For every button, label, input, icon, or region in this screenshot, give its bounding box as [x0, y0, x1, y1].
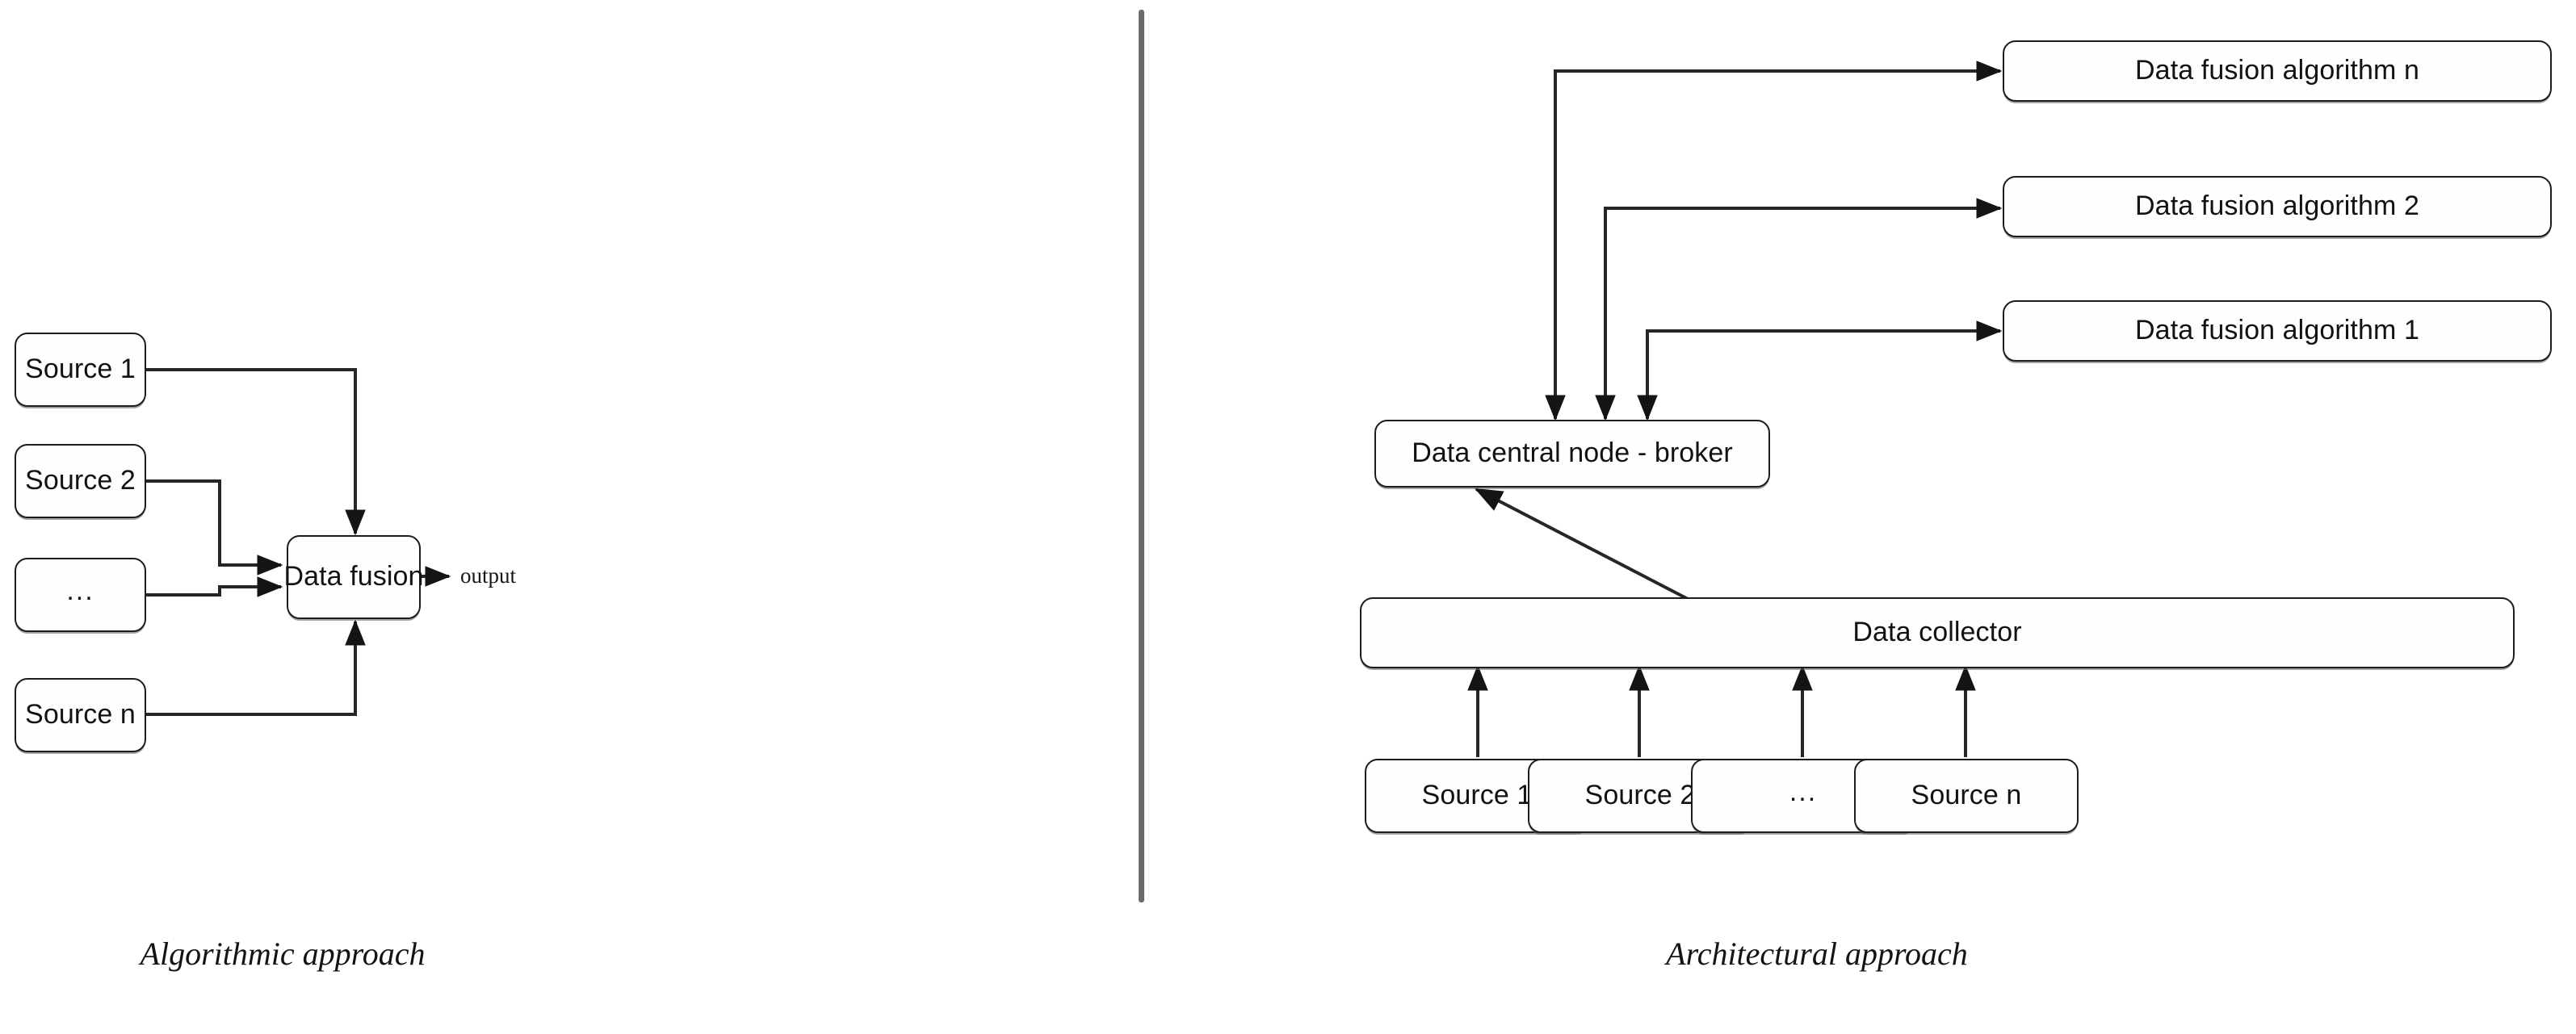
algorithm-2-label: Data fusion algorithm 2	[2135, 190, 2419, 222]
left-source-n-label: Source n	[25, 699, 136, 730]
wire-source1-to-fusion	[146, 368, 366, 536]
algorithm-1-label: Data fusion algorithm 1	[2135, 315, 2419, 346]
wire-broker-to-algorithm-n	[1554, 61, 2003, 419]
wire-broker-to-algorithm-1	[1646, 320, 2003, 419]
output-label: output	[460, 563, 517, 588]
algorithm-n-label: Data fusion algorithm n	[2135, 55, 2419, 86]
left-panel-caption: Algorithmic approach	[140, 936, 426, 972]
wire-sourcedots-to-fusion	[146, 576, 283, 597]
right-source-1-label: Source 1	[1421, 780, 1533, 811]
wire-collector-to-broker	[1474, 488, 1689, 601]
broker-node[interactable]: Data central node - broker	[1374, 420, 1770, 488]
left-source-n[interactable]: Source n	[15, 678, 146, 752]
broker-label: Data central node - broker	[1412, 437, 1733, 469]
algorithm-2-node[interactable]: Data fusion algorithm 2	[2003, 176, 2552, 237]
right-source-n-label: Source n	[1911, 780, 2022, 811]
left-source-ellipsis-label: ...	[66, 576, 94, 607]
data-fusion-label: Data fusion	[283, 561, 424, 592]
wire-broker-to-algorithm-2	[1604, 198, 2003, 419]
data-collector-label: Data collector	[1852, 617, 2022, 648]
data-collector-node[interactable]: Data collector	[1360, 597, 2515, 668]
left-source-1-label: Source 1	[25, 354, 136, 385]
data-fusion-node[interactable]: Data fusion	[283, 535, 423, 619]
left-source-1[interactable]: Source 1	[15, 333, 146, 407]
left-source-ellipsis[interactable]: ...	[15, 558, 146, 632]
algorithm-n-node[interactable]: Data fusion algorithm n	[2003, 40, 2552, 102]
right-panel-caption: Architectural approach	[1666, 936, 1968, 972]
left-source-2[interactable]: Source 2	[15, 444, 146, 518]
wire-source2-to-fusion	[146, 479, 283, 576]
right-source-2-label: Source 2	[1584, 780, 1696, 811]
right-source-ellipsis-label: ...	[1789, 777, 1818, 808]
wire-sourcen-to-fusion	[146, 619, 366, 716]
right-source-n[interactable]: Source n	[1854, 759, 2079, 833]
panel-divider	[1139, 10, 1144, 902]
algorithm-1-node[interactable]: Data fusion algorithm 1	[2003, 300, 2552, 362]
left-source-2-label: Source 2	[25, 465, 136, 496]
